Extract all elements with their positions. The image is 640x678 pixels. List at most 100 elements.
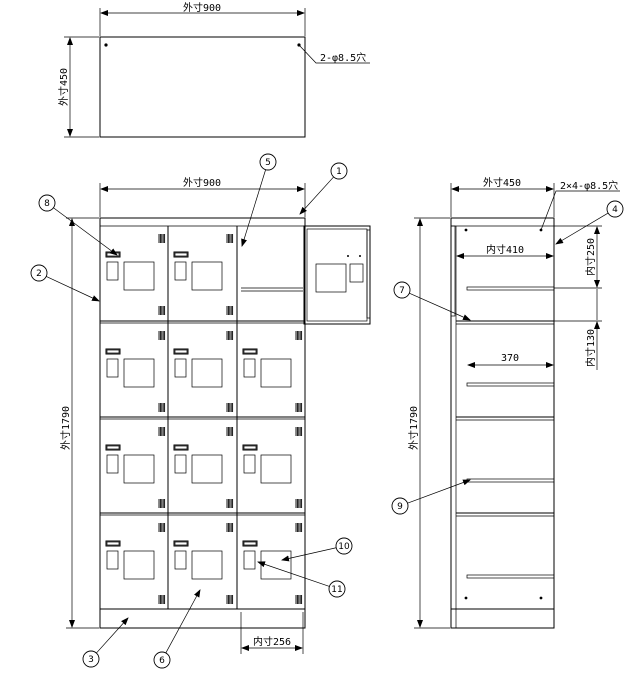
hinge-icon	[226, 403, 234, 412]
callout-8: 8	[38, 194, 118, 256]
name-plate	[173, 444, 189, 451]
callout-7: 7	[393, 281, 471, 321]
name-plate	[105, 348, 121, 355]
handle-recess	[243, 550, 256, 570]
hinge-icon	[226, 499, 234, 508]
name-plate	[173, 540, 189, 547]
locker-door[interactable]	[242, 523, 303, 604]
open-door	[303, 225, 371, 325]
side-lower-label: 内寸130	[584, 329, 597, 367]
callout-number: 4	[612, 205, 618, 215]
hinge-icon	[226, 306, 234, 315]
locker-door[interactable]	[173, 523, 234, 604]
top-hole-leader	[298, 44, 370, 64]
hinge-icon	[226, 234, 234, 243]
name-plate	[173, 348, 189, 355]
callout-11: 11	[257, 561, 346, 598]
callout-number: 2	[36, 269, 42, 279]
front-outline	[99, 217, 306, 629]
handle-recess	[106, 358, 119, 378]
side-hole-leader	[540, 190, 620, 231]
callout-number: 6	[159, 656, 165, 666]
hinge-icon	[158, 403, 166, 412]
top-view: 外寸900 外寸450 2-φ8.5穴	[57, 1, 370, 138]
locker-door[interactable]	[105, 234, 166, 315]
label-panel	[191, 550, 223, 580]
front-width-label: 外寸900	[183, 176, 221, 189]
locker-door[interactable]	[105, 427, 166, 508]
locker-door[interactable]	[173, 427, 234, 508]
callout-9: 9	[391, 479, 471, 515]
hinge-icon	[158, 331, 166, 340]
side-shelf	[466, 478, 555, 483]
side-shelf	[466, 382, 555, 387]
top-hole-label: 2-φ8.5穴	[320, 51, 366, 64]
hinge-icon	[226, 523, 234, 532]
callout-1: 1	[299, 162, 348, 215]
handle-recess	[174, 358, 187, 378]
locker-door[interactable]	[173, 234, 234, 315]
callout-3: 3	[82, 617, 129, 668]
top-depth-label: 外寸450	[57, 68, 70, 106]
handle-recess	[106, 550, 119, 570]
hinge-icon	[295, 499, 303, 508]
name-plate	[105, 444, 121, 451]
handle-recess	[243, 454, 256, 474]
label-panel	[123, 358, 155, 388]
label-panel	[260, 550, 292, 580]
hinge-icon	[295, 331, 303, 340]
locker-door[interactable]	[105, 331, 166, 412]
label-panel	[191, 261, 223, 291]
label-panel	[260, 454, 292, 484]
label-panel	[123, 550, 155, 580]
name-plate	[173, 251, 189, 258]
hinge-icon	[295, 523, 303, 532]
top-hole-left	[104, 43, 108, 47]
callout-number: 1	[336, 167, 342, 177]
locker-door[interactable]	[242, 331, 303, 412]
handle-recess	[174, 261, 187, 281]
callout-number: 10	[338, 542, 350, 552]
label-panel	[123, 261, 155, 291]
handle-recess	[106, 454, 119, 474]
hinge-icon	[295, 427, 303, 436]
callouts: 1 2 3 4 5 6 7 8 9 10 11	[30, 153, 624, 669]
label-panel	[191, 358, 223, 388]
name-plate	[242, 348, 258, 355]
hinge-icon	[226, 595, 234, 604]
callout-10: 10	[281, 537, 353, 562]
top-width-label: 外寸900	[183, 1, 221, 14]
hinge-icon	[158, 523, 166, 532]
locker-door[interactable]	[173, 331, 234, 412]
side-inner-depth-label: 内寸410	[486, 243, 524, 256]
hinge-icon	[158, 595, 166, 604]
name-plate	[242, 540, 258, 547]
hinge-icon	[158, 306, 166, 315]
callout-number: 5	[265, 158, 271, 168]
side-upper-label: 内寸250	[584, 238, 597, 276]
callout-number: 3	[88, 655, 94, 665]
front-inner-width-label: 内寸256	[253, 635, 291, 648]
callout-6: 6	[153, 589, 201, 669]
front-view: 外寸900 外寸1790 内寸256	[59, 176, 371, 654]
name-plate	[242, 444, 258, 451]
side-depth-label: 外寸450	[483, 176, 521, 189]
callout-2: 2	[30, 264, 100, 302]
hinge-icon	[226, 427, 234, 436]
label-panel	[123, 454, 155, 484]
callout-number: 11	[331, 585, 342, 595]
side-hole-label: 2×4-φ8.5穴	[560, 179, 618, 192]
callout-number: 8	[44, 199, 50, 209]
callout-number: 9	[397, 502, 403, 512]
hinge-icon	[158, 427, 166, 436]
side-shelf-depth-label: 370	[501, 353, 519, 364]
callout-4: 4	[555, 200, 624, 245]
locker-door[interactable]	[105, 523, 166, 604]
hinge-icon	[295, 595, 303, 604]
handle-recess	[106, 261, 119, 281]
name-plate	[105, 540, 121, 547]
hinge-icon	[158, 499, 166, 508]
side-outline	[450, 217, 555, 629]
locker-door[interactable]	[242, 427, 303, 508]
